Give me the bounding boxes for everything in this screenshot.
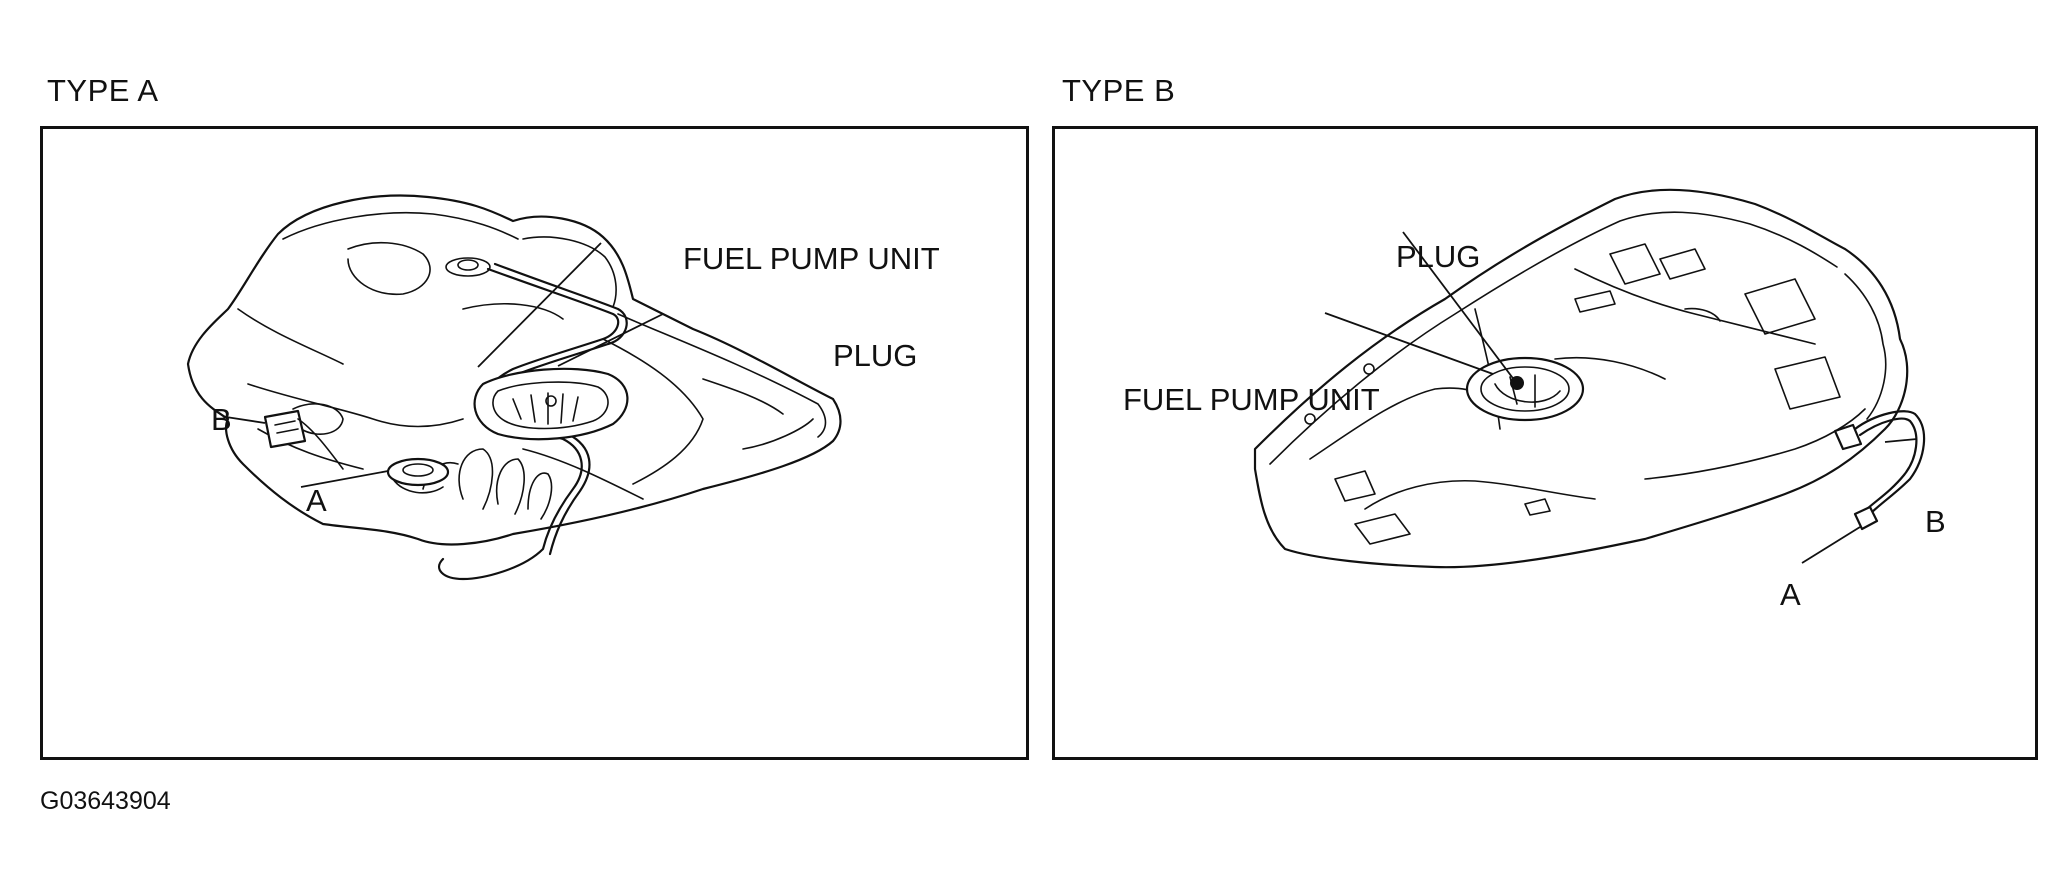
outlet-a-a bbox=[386, 457, 450, 494]
fuel-pump-unit-b bbox=[1465, 356, 1585, 422]
figure-id: G03643904 bbox=[40, 787, 171, 815]
fuel-pump-unit-a bbox=[473, 367, 629, 441]
top-sender-a bbox=[445, 257, 491, 277]
label-a-a: A bbox=[306, 483, 327, 518]
panel-b-title: TYPE B bbox=[1062, 73, 1176, 108]
leader-a-b bbox=[1801, 526, 1861, 564]
fuel-tank-b bbox=[1253, 188, 1909, 569]
label-fuel-pump-unit-b: FUEL PUMP UNIT bbox=[1123, 382, 1380, 417]
label-plug-b: PLUG bbox=[1396, 239, 1480, 274]
panel-a-frame: FUEL PUMP UNIT PLUG B A bbox=[40, 126, 1029, 760]
leader-a-a bbox=[300, 470, 389, 488]
panel-a-title: TYPE A bbox=[47, 73, 159, 108]
leader-fuel-pump-unit-a bbox=[477, 242, 602, 368]
fuel-tank-a bbox=[186, 194, 842, 546]
leader-plug-a bbox=[557, 313, 664, 367]
panel-a-drawing: FUEL PUMP UNIT PLUG B A bbox=[186, 194, 940, 581]
leader-b-b bbox=[1884, 438, 1918, 443]
leader-plug-b bbox=[1402, 231, 1516, 382]
panel-b-frame: PLUG FUEL PUMP UNIT B A bbox=[1052, 126, 2038, 760]
label-plug-a: PLUG bbox=[833, 338, 917, 373]
panel-b-drawing: PLUG FUEL PUMP UNIT B A bbox=[1123, 188, 1946, 612]
leader-fuel-pump-unit-b bbox=[1324, 312, 1494, 375]
connector-b-a bbox=[263, 409, 344, 470]
fuel-line-b bbox=[1833, 410, 1926, 531]
label-fuel-pump-unit-a: FUEL PUMP UNIT bbox=[683, 241, 940, 276]
label-b-a: B bbox=[211, 402, 232, 437]
leader-b-a bbox=[225, 416, 266, 424]
label-a-b: A bbox=[1780, 577, 1801, 612]
label-b-b: B bbox=[1925, 504, 1946, 539]
